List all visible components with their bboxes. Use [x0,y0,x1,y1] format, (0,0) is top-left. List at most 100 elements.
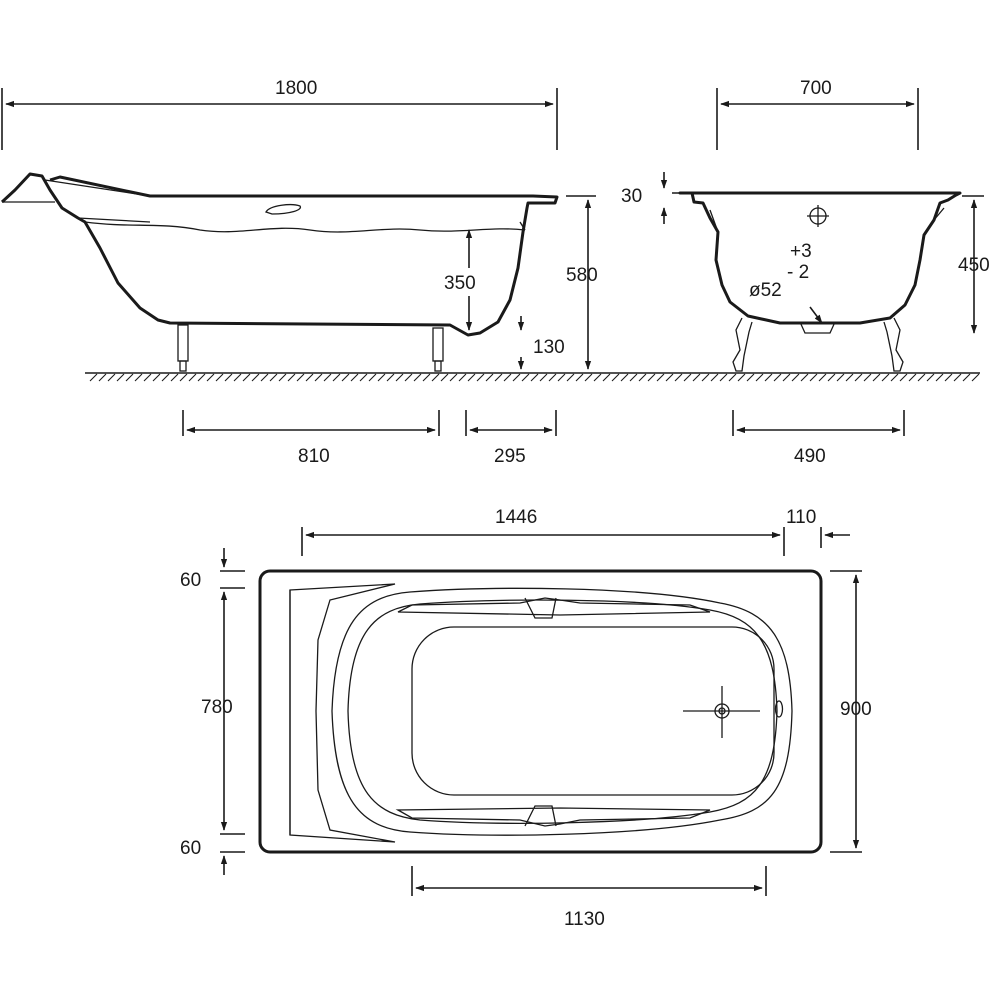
floor-hatch-stroke [98,373,107,382]
floor-hatch-stroke [674,373,683,382]
floor-hatch-stroke [206,373,215,382]
floor-hatch-stroke [170,373,179,382]
floor-hatch-stroke [926,373,935,382]
floor-hatch-stroke [179,373,188,382]
floor-hatch-stroke [359,373,368,382]
dim-end-height: 450 [958,255,990,276]
floor-hatch-stroke [863,373,872,382]
floor-hatch-stroke [305,373,314,382]
floor-hatch-stroke [134,373,143,382]
floor-hatch-stroke [908,373,917,382]
floor-hatch-stroke [143,373,152,382]
floor-hatch-stroke [800,373,809,382]
side-rim-top [2,179,151,203]
floor-hatch-stroke [323,373,332,382]
floor-hatch-stroke [971,373,980,382]
floor-hatch-stroke [827,373,836,382]
floor-hatch-stroke [701,373,710,382]
end-view [678,191,962,372]
floor-hatch-stroke [449,373,458,382]
floor-hatch-stroke [890,373,899,382]
floor-hatch-stroke [647,373,656,382]
dim-overall-width-end: 700 [800,78,832,99]
dim-drain-diameter: ø52 [749,280,782,301]
side-bath-inner [77,217,526,231]
side-feet [177,324,444,372]
floor-hatch-stroke [242,373,251,382]
dim-total-height: 580 [566,265,598,286]
floor-hatch-stroke [377,373,386,382]
floor-hatch-stroke [260,373,269,382]
dim-tolerance-minus: - 2 [787,262,809,283]
floor-hatch-stroke [539,373,548,382]
floor-hatch-stroke [656,373,665,382]
dim-floor-clearance: 130 [533,337,565,358]
floor-hatch-stroke [620,373,629,382]
floor-hatch-stroke [917,373,926,382]
end-overflow-target-icon [807,205,829,227]
dim-tolerance-plus: +3 [790,241,812,262]
dim-feet-spacing-length: 810 [298,446,330,467]
floor-hatch-stroke [845,373,854,382]
floor-hatch-stroke [458,373,467,382]
side-overflow-slot [265,204,302,215]
floor-hatch-stroke [467,373,476,382]
floor-hatch-stroke [710,373,719,382]
floor-hatch-stroke [89,373,98,382]
floor-hatch-stroke [233,373,242,382]
floor-hatch-stroke [746,373,755,382]
top-bath-floor [411,626,775,796]
floor-hatch-stroke [476,373,485,382]
floor-hatch-stroke [395,373,404,382]
top-grip-top [397,597,711,619]
floor-hatch-stroke [683,373,692,382]
top-overflow [774,700,784,718]
top-view [258,569,823,854]
floor-hatch-stroke [386,373,395,382]
floor-hatch-stroke [107,373,116,382]
floor-hatch-stroke [773,373,782,382]
end-feet [732,317,904,372]
floor-hatch-stroke [485,373,494,382]
floor-hatch-stroke [116,373,125,382]
floor-hatch-stroke [431,373,440,382]
floor-hatch-stroke [413,373,422,382]
side-waterline [84,221,526,233]
dim-grip-spacing: 1130 [564,909,605,930]
floor-hatch-stroke [548,373,557,382]
floor-hatch-stroke [584,373,593,382]
top-drain-target-icon [683,686,760,738]
dimension-labels: 1800 700 30 350 580 130 +3 - 2 ø52 450 8… [180,78,990,930]
floor-hatch-stroke [692,373,701,382]
floor-hatch-stroke [368,373,377,382]
side-tub-outline [0,172,559,337]
floor-hatch-stroke [350,373,359,382]
end-drain [799,321,836,334]
floor-hatch-stroke [719,373,728,382]
dim-inner-width: 780 [201,697,233,718]
dim-end-offset: 110 [786,507,816,528]
floor-hatch-stroke [737,373,746,382]
floor-hatch-stroke [404,373,413,382]
side-view [0,172,559,372]
floor-hatch-stroke [899,373,908,382]
floor-hatch-stroke [611,373,620,382]
floor-hatch-stroke [602,373,611,382]
floor-hatch-stroke [836,373,845,382]
floor-hatch-stroke [638,373,647,382]
floor-hatch-stroke [188,373,197,382]
floor-hatch-stroke [791,373,800,382]
floor-hatch-stroke [818,373,827,382]
floor-hatch-stroke [530,373,539,382]
dim-feet-offset-end: 295 [494,446,526,467]
end-tub-inner [709,207,945,233]
floor-hatch-stroke [215,373,224,382]
floor-hatch-stroke [161,373,170,382]
dim-rim-top: 60 [180,570,201,591]
floor-hatch-stroke [629,373,638,382]
floor-hatch-stroke [422,373,431,382]
dim-overall-width: 900 [840,699,872,720]
floor-hatch-stroke [197,373,206,382]
floor-hatch-stroke [593,373,602,382]
floor-hatch-stroke [224,373,233,382]
